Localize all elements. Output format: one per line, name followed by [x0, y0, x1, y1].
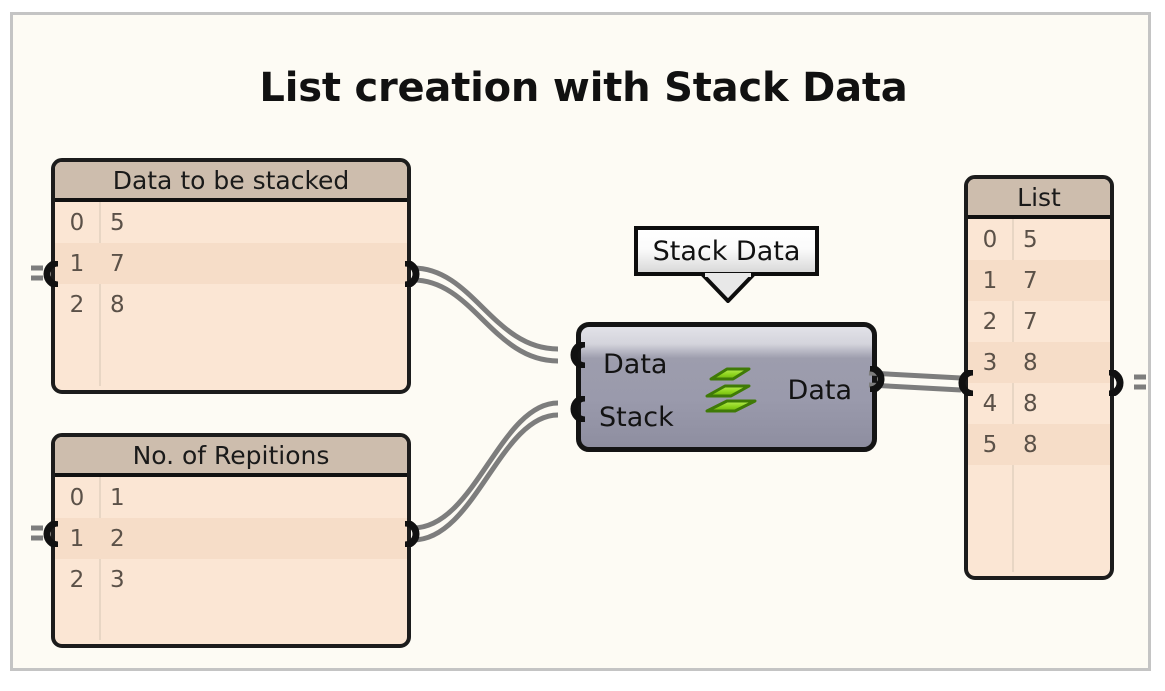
row-index: 0: [982, 226, 998, 253]
panel-header: List: [968, 179, 1110, 219]
row-value: 7: [110, 250, 125, 277]
panel-header: Data to be stacked: [55, 162, 407, 202]
row-value: 7: [1023, 308, 1038, 335]
panel-body: 0 5 1 7 2 7 3 8 4 8: [968, 219, 1110, 572]
table-row[interactable]: 1 2: [55, 518, 407, 559]
row-index: 1: [69, 250, 85, 277]
panel-header: No. of Repitions: [55, 437, 407, 477]
node-tooltip-label: Stack Data: [652, 235, 801, 267]
panel-title: No. of Repitions: [132, 440, 330, 470]
row-value: 8: [1023, 431, 1038, 458]
panel-no-of-repitions[interactable]: No. of Repitions 0 1 1 2 2 3: [51, 433, 411, 648]
panel-title: List: [1017, 182, 1061, 212]
row-index: 2: [69, 566, 85, 593]
row-index: 1: [69, 525, 85, 552]
panel-list-output[interactable]: List 0 5 1 7 2 7 3 8: [964, 175, 1114, 580]
node-stack-data[interactable]: Data Stack Data: [576, 322, 877, 452]
node-tooltip-tail-icon: [701, 273, 755, 303]
row-value: 1: [110, 484, 125, 511]
panel-title: Data to be stacked: [112, 165, 350, 195]
table-row[interactable]: 1 7: [968, 260, 1110, 301]
row-value: 3: [110, 566, 125, 593]
column-separator: [1012, 219, 1014, 572]
port-input-list[interactable]: [953, 370, 975, 396]
row-value: 8: [110, 291, 125, 318]
port-output-list[interactable]: [1107, 370, 1129, 396]
row-index: 2: [69, 291, 85, 318]
panel-data-to-be-stacked[interactable]: Data to be stacked 0 5 1 7 2 8: [51, 158, 411, 394]
row-index: 0: [69, 484, 85, 511]
table-row[interactable]: 0 1: [55, 477, 407, 518]
port-output-no-of-repitions[interactable]: [403, 521, 425, 547]
port-node-input-stack[interactable]: [565, 396, 587, 422]
row-index: 0: [69, 209, 85, 236]
row-value: 7: [1023, 267, 1038, 294]
table-row[interactable]: 5 8: [968, 424, 1110, 465]
node-output-label-data: Data: [787, 375, 852, 406]
row-index: 4: [982, 390, 998, 417]
page-title: List creation with Stack Data: [259, 65, 908, 111]
table-row[interactable]: 0 5: [968, 219, 1110, 260]
stacked-layers-icon: [705, 367, 757, 413]
table-row[interactable]: 0 5: [55, 202, 407, 243]
row-value: 5: [110, 209, 125, 236]
row-value: 5: [1023, 226, 1038, 253]
graph-canvas[interactable]: List creation with Stack Data Data to b: [10, 12, 1151, 671]
port-input-no-of-repitions[interactable]: [38, 521, 60, 547]
table-row[interactable]: 2 7: [968, 301, 1110, 342]
panel-body: 0 1 1 2 2 3: [55, 477, 407, 640]
table-row[interactable]: 4 8: [968, 383, 1110, 424]
row-value: 8: [1023, 349, 1038, 376]
row-index: 3: [982, 349, 998, 376]
table-row[interactable]: 2 8: [55, 284, 407, 325]
row-value: 8: [1023, 390, 1038, 417]
port-output-data-to-be-stacked[interactable]: [403, 261, 425, 287]
row-index: 1: [982, 267, 998, 294]
node-tooltip: Stack Data: [634, 226, 819, 276]
row-value: 2: [110, 525, 125, 552]
column-separator: [99, 202, 101, 386]
row-index: 5: [982, 431, 998, 458]
node-input-label-data: Data: [603, 349, 668, 380]
table-row[interactable]: 1 7: [55, 243, 407, 284]
node-input-label-stack: Stack: [599, 402, 674, 433]
row-index: 2: [982, 308, 998, 335]
port-node-output-data[interactable]: [868, 366, 890, 392]
port-input-data-to-be-stacked[interactable]: [38, 261, 60, 287]
table-row[interactable]: 2 3: [55, 559, 407, 600]
panel-body: 0 5 1 7 2 8: [55, 202, 407, 386]
table-row[interactable]: 3 8: [968, 342, 1110, 383]
port-node-input-data[interactable]: [565, 342, 587, 368]
